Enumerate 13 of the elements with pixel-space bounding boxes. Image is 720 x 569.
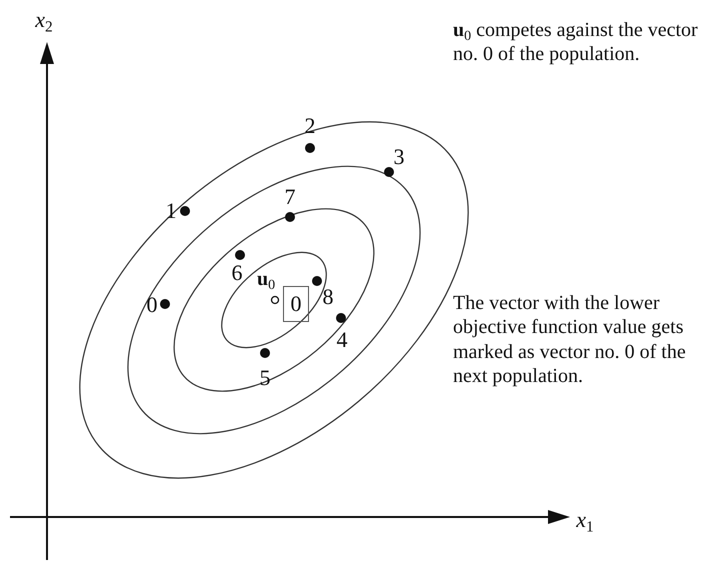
point-number: 6 (232, 262, 242, 284)
vector-number: 0 (290, 291, 302, 317)
marked-vector-box (283, 286, 309, 322)
annotation-text: The vector with the lower objective function value gets marked as vector no. 0 of the next population. (453, 291, 687, 389)
axis-label: x$_{2}$ (35, 9, 53, 35)
trial-vector-label: u$_{0}$ (256, 268, 276, 294)
point-number: 8 (322, 286, 334, 308)
axis-label: x$_{1}$ (576, 509, 594, 535)
point-number: 0 (146, 294, 158, 316)
point-number: 4 (336, 329, 348, 351)
annotation-text: u$_{0}$ competes against the vector no. 0 of the population. (453, 18, 699, 67)
point-number: 7 (284, 186, 296, 208)
point-number: 3 (394, 146, 404, 168)
